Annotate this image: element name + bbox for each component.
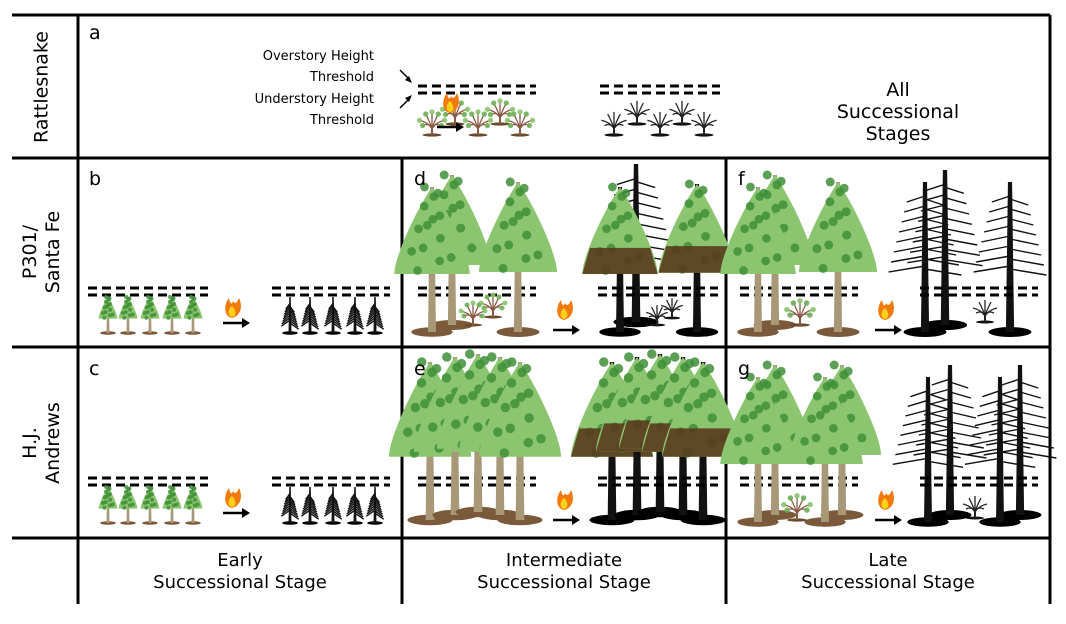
burnt-tree-icon bbox=[888, 182, 962, 337]
scorched-tree-icon bbox=[658, 179, 736, 337]
fire-icon bbox=[557, 300, 573, 320]
fire-icon bbox=[225, 298, 241, 318]
burnt-shrub-icon bbox=[962, 496, 988, 520]
arrow-right-icon bbox=[223, 318, 250, 328]
arrow-right-icon bbox=[875, 325, 902, 335]
burnt-shrub-icon bbox=[691, 111, 717, 137]
burnt-tree-icon bbox=[323, 487, 343, 525]
fire-icon bbox=[878, 490, 894, 510]
burnt-shrub-icon bbox=[661, 298, 683, 320]
burnt-shrub-icon bbox=[669, 100, 695, 126]
arrow-right-icon bbox=[875, 515, 902, 525]
burnt-tree-icon bbox=[365, 487, 385, 525]
tree-icon bbox=[799, 177, 877, 337]
height-threshold-dashes bbox=[272, 286, 390, 297]
scorched-tree-icon bbox=[661, 357, 745, 526]
tree-icon bbox=[720, 182, 796, 337]
burnt-shrub-icon bbox=[646, 305, 668, 327]
burnt-shrub-icon bbox=[624, 100, 650, 126]
burnt-tree-icon bbox=[345, 487, 365, 525]
fire-icon bbox=[878, 300, 894, 320]
tree-icon bbox=[394, 182, 470, 337]
burnt-shrub-icon bbox=[647, 111, 673, 137]
tree-icon bbox=[118, 295, 138, 335]
burnt-tree-icon bbox=[365, 297, 385, 335]
burnt-tree-icon bbox=[345, 297, 365, 335]
burnt-tree-icon bbox=[907, 170, 983, 331]
tree-icon bbox=[140, 295, 160, 335]
height-threshold-dashes bbox=[598, 286, 718, 297]
panel-label-a: a bbox=[89, 22, 101, 44]
height-threshold-dashes bbox=[920, 286, 1038, 297]
tree-icon bbox=[98, 485, 118, 525]
fire-icon bbox=[225, 488, 241, 508]
shrub-icon bbox=[478, 292, 508, 319]
arrow-right-icon bbox=[553, 515, 580, 525]
panel-label-g: g bbox=[738, 358, 751, 380]
height-threshold-dashes bbox=[272, 476, 390, 487]
panel-label-c: c bbox=[89, 358, 100, 380]
arrow-right-icon bbox=[223, 508, 250, 518]
burnt-tree-icon bbox=[983, 365, 1057, 520]
tree-icon bbox=[720, 372, 796, 527]
shrub-icon bbox=[484, 98, 516, 126]
tree-icon bbox=[140, 485, 160, 525]
panel-label-e: e bbox=[414, 358, 426, 380]
row-label-hj-andrews: H.J.Andrews bbox=[19, 402, 64, 484]
height-threshold-dashes bbox=[920, 476, 1038, 487]
burnt-shrub-icon bbox=[972, 300, 998, 324]
burnt-tree-icon bbox=[300, 487, 320, 525]
shrub-icon bbox=[462, 109, 494, 137]
height-threshold-dashes bbox=[88, 286, 208, 297]
tree-icon bbox=[183, 485, 203, 525]
fire-icon bbox=[443, 93, 459, 113]
burnt-tree-icon bbox=[300, 297, 320, 335]
burnt-shrub-icon bbox=[601, 111, 627, 137]
burnt-tree-icon bbox=[323, 297, 343, 335]
panel-label-f: f bbox=[738, 168, 745, 190]
tree-icon bbox=[118, 485, 138, 525]
tree-icon bbox=[162, 295, 182, 335]
shrub-icon bbox=[781, 493, 813, 522]
tree-icon bbox=[787, 372, 863, 527]
height-threshold-dashes bbox=[88, 476, 208, 487]
row-label-rattlesnake: Rattlesnake bbox=[30, 31, 53, 143]
height-threshold-dashes bbox=[598, 476, 718, 487]
panel-label-d: d bbox=[414, 168, 427, 190]
fire-icon bbox=[557, 490, 573, 510]
burnt-tree-icon bbox=[280, 297, 300, 335]
panel-label-b: b bbox=[89, 168, 102, 190]
tree-icon bbox=[478, 357, 562, 526]
shrub-icon bbox=[416, 109, 448, 137]
tree-icon bbox=[479, 177, 557, 337]
shrub-icon bbox=[458, 300, 488, 327]
burnt-tree-icon bbox=[280, 487, 300, 525]
shrub-icon bbox=[784, 298, 816, 327]
tree-icon bbox=[183, 295, 203, 335]
height-threshold-dashes bbox=[418, 84, 536, 95]
arrow-right-icon bbox=[553, 325, 580, 335]
row-label-p301-santa-fe: P301/Santa Fe bbox=[19, 210, 64, 294]
threshold-pointer-arrows bbox=[399, 69, 412, 109]
tree-icon bbox=[162, 485, 182, 525]
height-threshold-dashes bbox=[600, 84, 720, 95]
scorched-tree-icon bbox=[582, 182, 658, 337]
arrow-right-icon bbox=[437, 122, 464, 132]
tree-icon bbox=[98, 295, 118, 335]
